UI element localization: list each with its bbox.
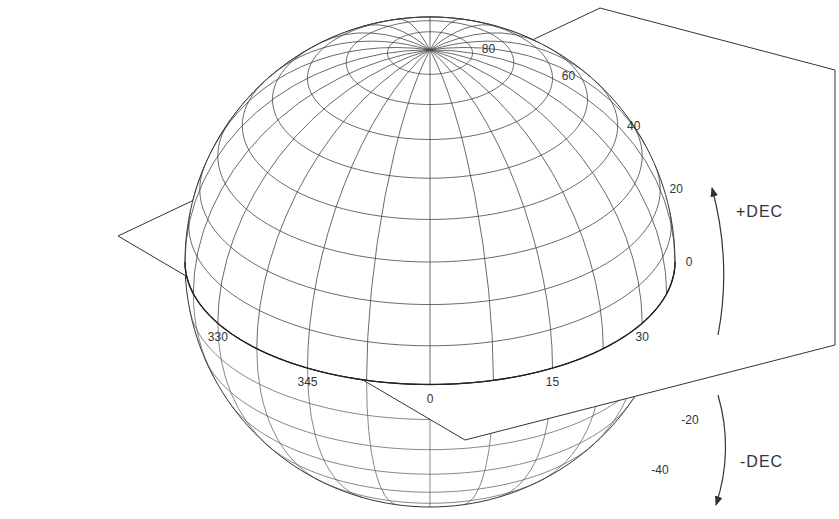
declination-arrows — [712, 188, 726, 505]
grid-line — [193, 50, 430, 294]
grid-line — [430, 50, 431, 385]
southern-hemisphere — [185, 17, 675, 507]
grid-line — [242, 80, 617, 219]
grid-line — [316, 479, 544, 504]
grid-line — [430, 50, 667, 294]
grid-line — [270, 41, 430, 77]
grid-line — [367, 380, 398, 505]
plus-dec-arrow — [712, 188, 724, 335]
scale-number: 80 — [482, 43, 495, 55]
axis-label: -DEC — [740, 454, 783, 470]
grid-line — [387, 32, 472, 75]
grid-line — [397, 19, 430, 50]
scale-number: 20 — [670, 183, 683, 195]
grid-line — [308, 17, 553, 140]
grid-line — [367, 50, 430, 381]
scale-number: 30 — [635, 331, 648, 343]
grid-line — [200, 165, 660, 304]
equator — [185, 262, 675, 385]
scale-number: 60 — [562, 70, 575, 82]
grid-line — [346, 21, 514, 105]
grid-line — [430, 50, 493, 381]
northern-hemisphere — [185, 17, 675, 385]
grid-line — [430, 50, 553, 368]
grid-line — [218, 121, 642, 262]
scale-number: 0 — [686, 256, 693, 268]
grid-line — [430, 50, 642, 323]
grid-line — [266, 444, 594, 492]
minus-dec-arrow — [716, 395, 726, 505]
equatorial-plane — [118, 8, 835, 440]
scale-number: 0 — [427, 393, 434, 405]
grid-line — [430, 47, 646, 146]
scale-number: -40 — [651, 464, 668, 476]
grid-line — [430, 17, 431, 50]
axis-label: +DEC — [736, 204, 783, 220]
scale-number: 345 — [297, 376, 317, 388]
scale-number: 40 — [627, 120, 640, 132]
grid-line — [185, 262, 675, 385]
grid-line — [273, 45, 588, 178]
grid-line — [430, 19, 463, 50]
sphere-outline — [185, 17, 675, 507]
grid-line — [189, 213, 672, 346]
scale-number: -20 — [681, 414, 698, 426]
scale-number: 15 — [546, 376, 559, 388]
grid-line — [218, 50, 430, 323]
scale-number: 330 — [208, 331, 228, 343]
hemisphere-face — [185, 17, 675, 385]
plane — [118, 8, 835, 440]
